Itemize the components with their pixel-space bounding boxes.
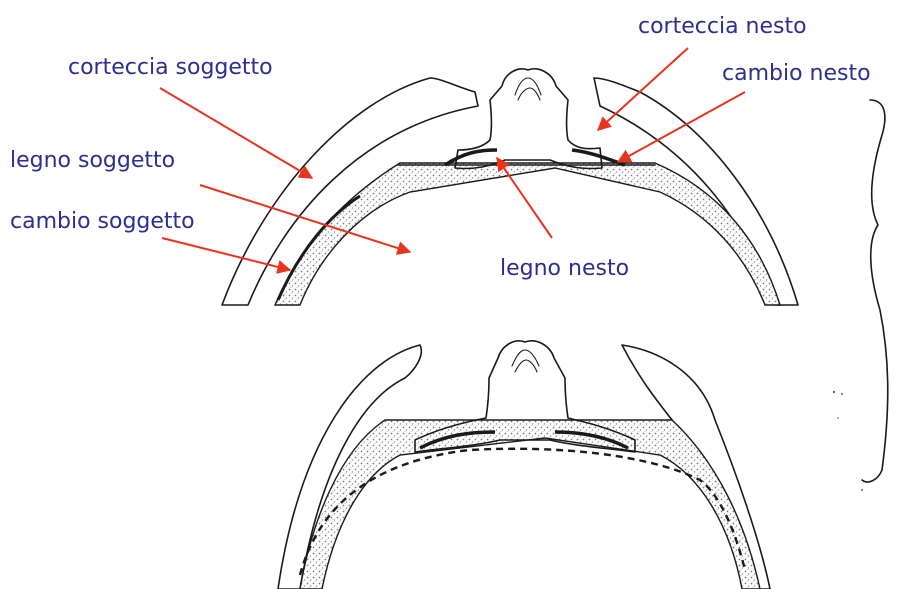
scion-bud-bottom: [512, 350, 539, 372]
arrow-cambio-soggetto: [162, 238, 290, 270]
brace: [862, 100, 888, 482]
label-cambio-nesto: cambio nesto: [722, 61, 871, 86]
scion-bud-top: [515, 78, 541, 100]
label-corteccia-soggetto: corteccia soggetto: [68, 55, 273, 80]
arrow-corteccia-soggetto: [160, 88, 312, 178]
rootstock-wood-bottom: [300, 420, 760, 589]
scan-specks: [833, 391, 863, 491]
label-legno-nesto: legno nesto: [500, 256, 629, 281]
bottom-cross-section: [278, 341, 770, 589]
arrow-corteccia-nesto: [598, 48, 688, 130]
scion-top: [455, 69, 602, 169]
label-corteccia-nesto: corteccia nesto: [638, 14, 807, 39]
label-cambio-soggetto: cambio soggetto: [10, 209, 195, 234]
label-legno-soggetto: legno soggetto: [10, 148, 175, 173]
rootstock-bark-left-top: [222, 78, 478, 305]
